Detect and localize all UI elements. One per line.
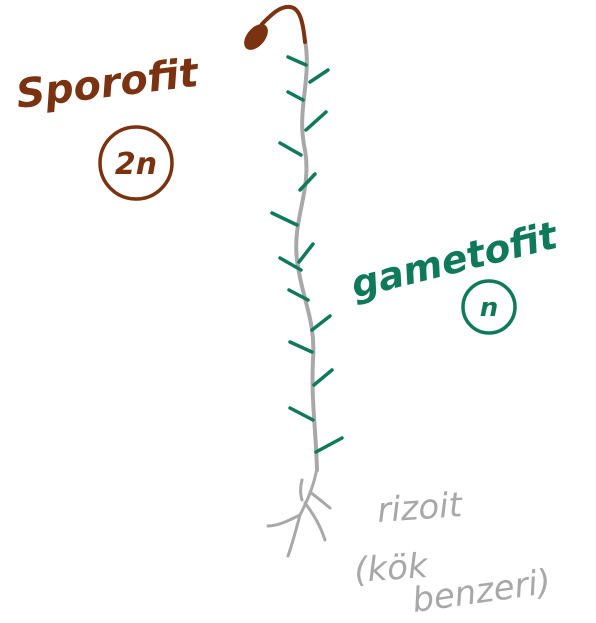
gametofit-label: gametofit <box>347 213 564 307</box>
rizoit-note-line2: benzeri) <box>410 562 554 621</box>
gametophyte-leaves <box>270 55 344 454</box>
rizoit-label: rizoit <box>376 485 465 531</box>
sporofit-ploidy-label: 2n <box>115 147 157 182</box>
sporophyte-capsule <box>244 4 307 50</box>
sporofit-ploidy-badge: 2n <box>98 125 174 201</box>
gametofit-ploidy-badge: n <box>461 279 517 335</box>
gametofit-ploidy-label: n <box>480 293 499 323</box>
sporofit-label: Sporofit <box>14 50 203 118</box>
rhizoids <box>266 466 332 558</box>
gametophyte-stem <box>294 38 319 472</box>
rizoit-note-line1: (kök <box>353 546 430 591</box>
